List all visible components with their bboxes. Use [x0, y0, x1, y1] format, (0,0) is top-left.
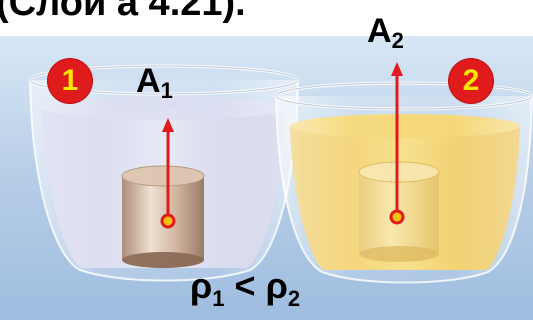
vessel-2-force-arrow — [389, 62, 405, 225]
density-left-symbol: ρ — [190, 265, 213, 306]
vessel-1-force-arrow — [160, 118, 176, 229]
top-caption: (Слой а 4.21). — [0, 0, 246, 24]
vessel-1-badge: 1 — [48, 59, 92, 103]
density-relation: ρ1 < ρ2 — [190, 268, 300, 310]
density-left-subscript: 1 — [212, 286, 225, 311]
force-label-2-subscript: 2 — [391, 28, 404, 53]
density-right-symbol: ρ — [265, 265, 288, 306]
vessel-2-glass — [275, 95, 533, 284]
density-operator: < — [234, 265, 256, 306]
vessel-1-glass — [29, 79, 299, 282]
force-label-1-symbol: A — [136, 62, 161, 100]
vessel-2-badge: 2 — [449, 59, 493, 103]
vessel-1 — [28, 64, 300, 282]
force-label-1: A1 — [136, 64, 173, 102]
force-label-2-symbol: A — [367, 12, 392, 50]
density-right-subscript: 2 — [287, 286, 301, 311]
force-label-1-subscript: 1 — [160, 78, 173, 103]
vessel-2 — [274, 62, 533, 284]
force-label-2: A2 — [367, 14, 404, 52]
